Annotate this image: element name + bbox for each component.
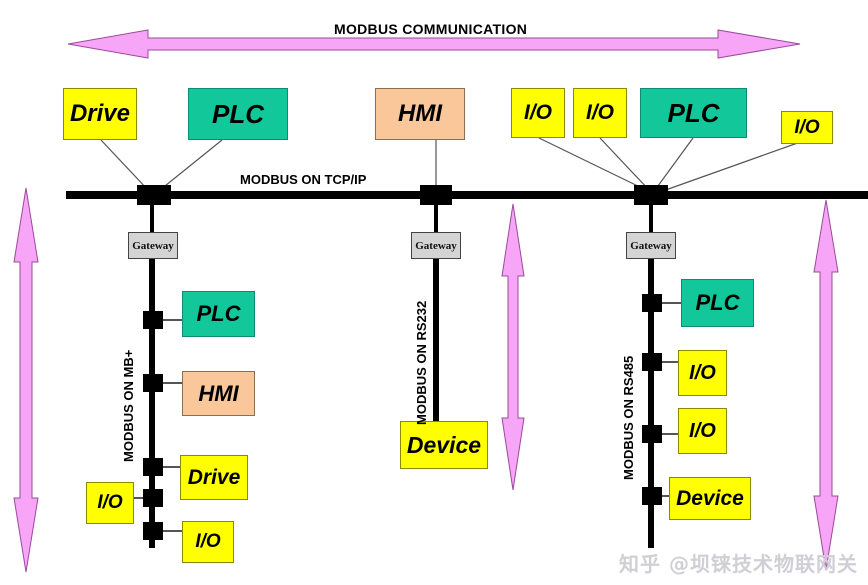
branch-label-mbplus: MODBUS ON MB+ xyxy=(121,349,136,462)
device-drive-top: Drive xyxy=(63,88,137,140)
bus-modbus-mbplus xyxy=(149,258,155,548)
device-io-rs485-2: I/O xyxy=(678,408,727,454)
bus-node-a xyxy=(137,185,171,205)
arrow-modbus-communication-horizontal xyxy=(67,29,801,59)
branch-node-rs485-3 xyxy=(642,425,662,443)
bus-node-b xyxy=(420,185,452,205)
bus-modbus-tcpip xyxy=(66,191,868,199)
branch-node-rs485-1 xyxy=(642,294,662,312)
bus-modbus-rs485 xyxy=(648,258,654,548)
device-device-rs232: Device xyxy=(400,421,488,469)
device-label: I/O xyxy=(195,531,221,552)
device-label: PLC xyxy=(212,98,264,129)
stub-mbplus-drive xyxy=(163,466,181,468)
stub-rs485-io-2 xyxy=(662,433,679,435)
device-plc-mbplus: PLC xyxy=(182,291,255,337)
device-label: I/O xyxy=(689,361,716,384)
gateway-rs485: Gateway xyxy=(626,232,676,259)
gateway-label: Gateway xyxy=(132,239,174,252)
device-io-top-1: I/O xyxy=(511,88,565,138)
wire-io2-to-node-c xyxy=(599,137,650,191)
diagram-title: MODBUS COMMUNICATION xyxy=(334,21,528,37)
branch-node-mbplus-5 xyxy=(143,522,163,540)
arrow-middle-vertical xyxy=(501,203,525,491)
branch-node-mbplus-2 xyxy=(143,374,163,392)
watermark: 知乎 @坝铼技术物联网关 xyxy=(619,552,858,576)
device-label: Device xyxy=(676,486,744,510)
drop-line-node-b-to-gateway-2 xyxy=(434,203,438,233)
drop-line-node-c-to-gateway-3 xyxy=(649,203,653,233)
device-label: I/O xyxy=(523,101,552,124)
arrow-right-vertical xyxy=(813,199,839,571)
device-drive-mbplus: Drive xyxy=(180,455,248,500)
stub-rs485-device xyxy=(662,495,671,497)
device-hmi-mbplus: HMI xyxy=(182,371,255,416)
branch-node-mbplus-4 xyxy=(143,489,163,507)
device-label: Device xyxy=(406,431,482,458)
device-label: Drive xyxy=(187,465,241,489)
branch-node-mbplus-3 xyxy=(143,458,163,476)
branch-node-rs485-4 xyxy=(642,487,662,505)
arrow-left-vertical xyxy=(13,187,39,573)
device-io-top-2: I/O xyxy=(573,88,627,138)
stub-mbplus-hmi xyxy=(163,382,183,384)
device-plc-top-right: PLC xyxy=(640,88,747,138)
gateway-mbplus: Gateway xyxy=(128,232,178,259)
branch-node-rs485-2 xyxy=(642,353,662,371)
wire-plc2-to-node-c xyxy=(654,137,694,191)
branch-node-mbplus-1 xyxy=(143,311,163,329)
stub-rs485-io-1 xyxy=(662,361,679,363)
wire-plc1-to-node-a xyxy=(159,139,223,191)
stub-mbplus-io-left xyxy=(131,497,145,499)
branch-label-rs232: MODBUS ON RS232 xyxy=(414,300,429,425)
stub-rs485-plc xyxy=(662,302,682,304)
device-hmi-top: HMI xyxy=(375,88,465,140)
gateway-label: Gateway xyxy=(415,239,457,252)
wire-io3-to-node-c xyxy=(659,139,807,193)
device-io-top-3: I/O xyxy=(781,111,833,144)
device-label: PLC xyxy=(695,290,740,315)
device-label: HMI xyxy=(398,100,442,127)
stub-mbplus-plc xyxy=(163,319,183,321)
device-label: I/O xyxy=(97,492,123,513)
device-plc-top-left: PLC xyxy=(188,88,288,140)
bus-node-c xyxy=(634,185,668,205)
gateway-label: Gateway xyxy=(630,239,672,252)
device-io-mbplus-left: I/O xyxy=(86,482,134,524)
gateway-rs232: Gateway xyxy=(411,232,461,259)
device-io-rs485-1: I/O xyxy=(678,350,727,396)
device-io-mbplus-right: I/O xyxy=(182,521,234,563)
stub-mbplus-io-right xyxy=(163,530,183,532)
device-label: I/O xyxy=(689,419,716,442)
device-label: PLC xyxy=(667,97,720,128)
wire-drive-to-node-a xyxy=(100,139,149,191)
device-label: I/O xyxy=(794,116,820,138)
bus-modbus-rs232 xyxy=(433,258,439,425)
backbone-label-tcpip: MODBUS ON TCP/IP xyxy=(240,172,367,187)
branch-label-rs485: MODBUS ON RS485 xyxy=(621,355,636,480)
device-label: HMI xyxy=(198,380,239,406)
device-label: I/O xyxy=(585,101,614,124)
wire-io1-to-node-c xyxy=(538,137,647,191)
device-plc-rs485: PLC xyxy=(681,279,754,327)
device-device-rs485: Device xyxy=(669,477,751,520)
device-label: Drive xyxy=(69,100,131,127)
device-label: PLC xyxy=(196,301,241,326)
drop-line-node-a-to-gateway-1 xyxy=(150,203,154,233)
